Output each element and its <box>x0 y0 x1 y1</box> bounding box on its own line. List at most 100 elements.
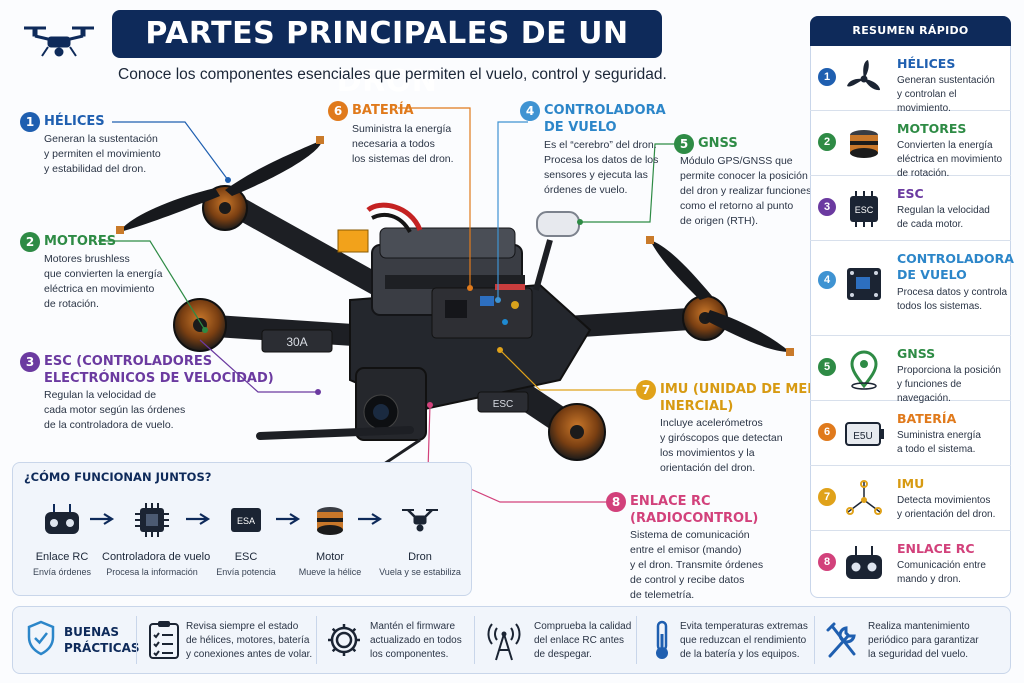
callout-title: GNSS <box>698 136 738 151</box>
callout-badge: 3 <box>20 352 40 372</box>
callout-badge: 4 <box>520 101 540 121</box>
svg-text:ESC: ESC <box>493 399 514 410</box>
callout-desc: Es el “cerebro” del dron. Procesa los da… <box>544 139 659 196</box>
flow-step-esc: ESA ESC Envía potencia <box>196 500 296 577</box>
flow-step-sub: Procesa la información <box>106 567 198 577</box>
motor-icon <box>850 130 878 158</box>
flow-arrow-icon <box>276 513 301 525</box>
summary-badge: 2 <box>818 133 836 151</box>
summary-item-title-line2: DE VUELO <box>897 267 967 282</box>
summary-item-desc: Procesa datos y controla todos los siste… <box>897 287 1008 312</box>
callout-title: IMU (UNIDAD DE MEDICIÓN <box>660 382 860 397</box>
svg-text:ESA: ESA <box>237 516 255 526</box>
thermometer-icon <box>656 620 668 659</box>
motor-rear-right <box>548 403 606 461</box>
flow-step-sub: Envía potencia <box>216 567 276 577</box>
how-it-works-title: ¿CÓMO FUNCIONAN JUNTOS? <box>24 470 212 484</box>
practice-text: Comprueba la calidad del enlace RC antes… <box>534 621 632 660</box>
summary-item-title: CONTROLADORA <box>897 251 1014 266</box>
summary-item-desc: Convierten la energía eléctrica en movim… <box>897 140 1003 179</box>
callout-title-line2: (RADIOCONTROL) <box>630 511 759 526</box>
summary-item-title: ENLACE RC <box>897 541 975 556</box>
flight-controller-board <box>431 284 533 339</box>
tools-icon <box>826 622 856 658</box>
practice-text: Revisa siempre el estado de hélices, mot… <box>186 621 313 660</box>
callout-desc: Incluye acelerómetros y giróscopos que d… <box>660 417 783 474</box>
imu-axes-icon <box>846 480 882 515</box>
flow-step-label: Controladora de vuelo <box>102 551 211 563</box>
summary-badge: 7 <box>818 488 836 506</box>
flight-controller-icon <box>847 268 881 300</box>
remote-control-icon <box>45 504 79 534</box>
callout-desc: Regulan la velocidad de cada motor según… <box>44 389 186 431</box>
divider <box>814 616 815 664</box>
summary-item-title: MOTORES <box>897 121 967 136</box>
page-title: PARTES PRINCIPALES DE UN DRON <box>112 10 662 99</box>
divider <box>636 616 637 664</box>
callout-badge: 2 <box>20 232 40 252</box>
flow-step-motor: Motor Mueve la hélice <box>280 500 380 577</box>
callout-desc: Sistema de comunicación entre el emisor … <box>630 529 764 601</box>
summary-item-title: HÉLICES <box>897 56 956 71</box>
flow-step-label: Enlace RC <box>35 551 89 563</box>
practice-text: Realiza mantenimiento periódico para gar… <box>868 621 979 660</box>
summary-item-desc: Proporciona la posición y funciones de n… <box>897 365 1001 404</box>
callout-title-line2: DE VUELO <box>544 120 617 135</box>
practice-text: Mantén el firmware actualizado en todos … <box>370 621 462 660</box>
divider <box>316 616 317 664</box>
summary-item-title: IMU <box>897 476 925 491</box>
motor-rear-left <box>173 298 227 352</box>
summary-item-desc: Generan sustentación y controlan el movi… <box>897 75 995 114</box>
svg-text:30A: 30A <box>286 335 307 349</box>
practice-text: Evita temperaturas extremas que reduzcan… <box>680 621 808 660</box>
summary-item-bateria: 6 E5U BATERÍA Suministra energía a todo … <box>810 401 1011 466</box>
summary-item-helices: 1 HÉLICES Generan sustentación y control… <box>810 46 1011 114</box>
svg-text:ESC: ESC <box>855 205 874 215</box>
page-subtitle: Conoce los componentes esenciales que pe… <box>118 66 667 83</box>
callout-badge: 1 <box>20 112 40 132</box>
chip-icon <box>135 503 169 537</box>
callout-title: MOTORES <box>44 234 117 249</box>
callout-desc: Suministra la energía necesaria a todos … <box>352 123 454 165</box>
summary-title: RESUMEN RÁPIDO <box>810 16 1011 46</box>
divider <box>474 616 475 664</box>
callout-title: CONTROLADORA <box>544 103 666 118</box>
summary-item-gnss: 5 GNSS Proporciona la posición y funcion… <box>810 336 1011 404</box>
callout-title-line2: ELECTRÓNICOS DE VELOCIDAD) <box>44 371 274 386</box>
camera-module <box>355 367 427 441</box>
summary-item-desc: Suministra energía a todo el sistema. <box>897 430 981 455</box>
callout-desc: Generan la sustentación y permiten el mo… <box>44 133 161 175</box>
callout-badge: 7 <box>636 380 656 400</box>
esc-icon: ESA <box>231 508 261 532</box>
summary-badge: 8 <box>818 553 836 571</box>
flow-arrow-icon <box>90 513 115 525</box>
divider <box>136 616 137 664</box>
esc-board-left: 30A <box>261 329 333 353</box>
callout-title: HÉLICES <box>44 114 105 129</box>
flow-step-sub: Envía órdenes <box>32 567 92 577</box>
callout-desc: Motores brushless que convierten la ener… <box>44 253 163 310</box>
flow-step-controladora: Controladora de vuelo Procesa la informa… <box>102 500 211 577</box>
summary-item-esc: 3 ESC ESC Regulan la velocidad de cada m… <box>810 176 1011 241</box>
location-pin-icon <box>850 350 878 390</box>
callout-title-line2: INERCIAL) <box>660 399 734 414</box>
propeller-front-left <box>120 140 322 232</box>
flow-arrow-icon <box>186 513 211 525</box>
flow-step-label: Motor <box>315 551 345 563</box>
checklist-icon <box>149 621 179 659</box>
how-it-works-panel <box>12 462 472 596</box>
gnss-module <box>533 211 580 291</box>
summary-item-desc: Detecta movimientos y orientación del dr… <box>897 495 996 520</box>
callout-badge: 8 <box>606 492 626 512</box>
drone-icon <box>402 509 438 532</box>
svg-text:E5U: E5U <box>853 431 872 442</box>
motor-icon <box>317 507 343 535</box>
summary-badge: 1 <box>818 68 836 86</box>
callout-badge: 6 <box>328 101 348 121</box>
flow-step-label: Dron <box>408 551 432 563</box>
callout-badge: 5 <box>674 134 694 154</box>
callout-title: BATERÍA <box>352 103 414 118</box>
summary-item-title: BATERÍA <box>897 411 957 426</box>
esc-icon: ESC <box>850 191 878 227</box>
